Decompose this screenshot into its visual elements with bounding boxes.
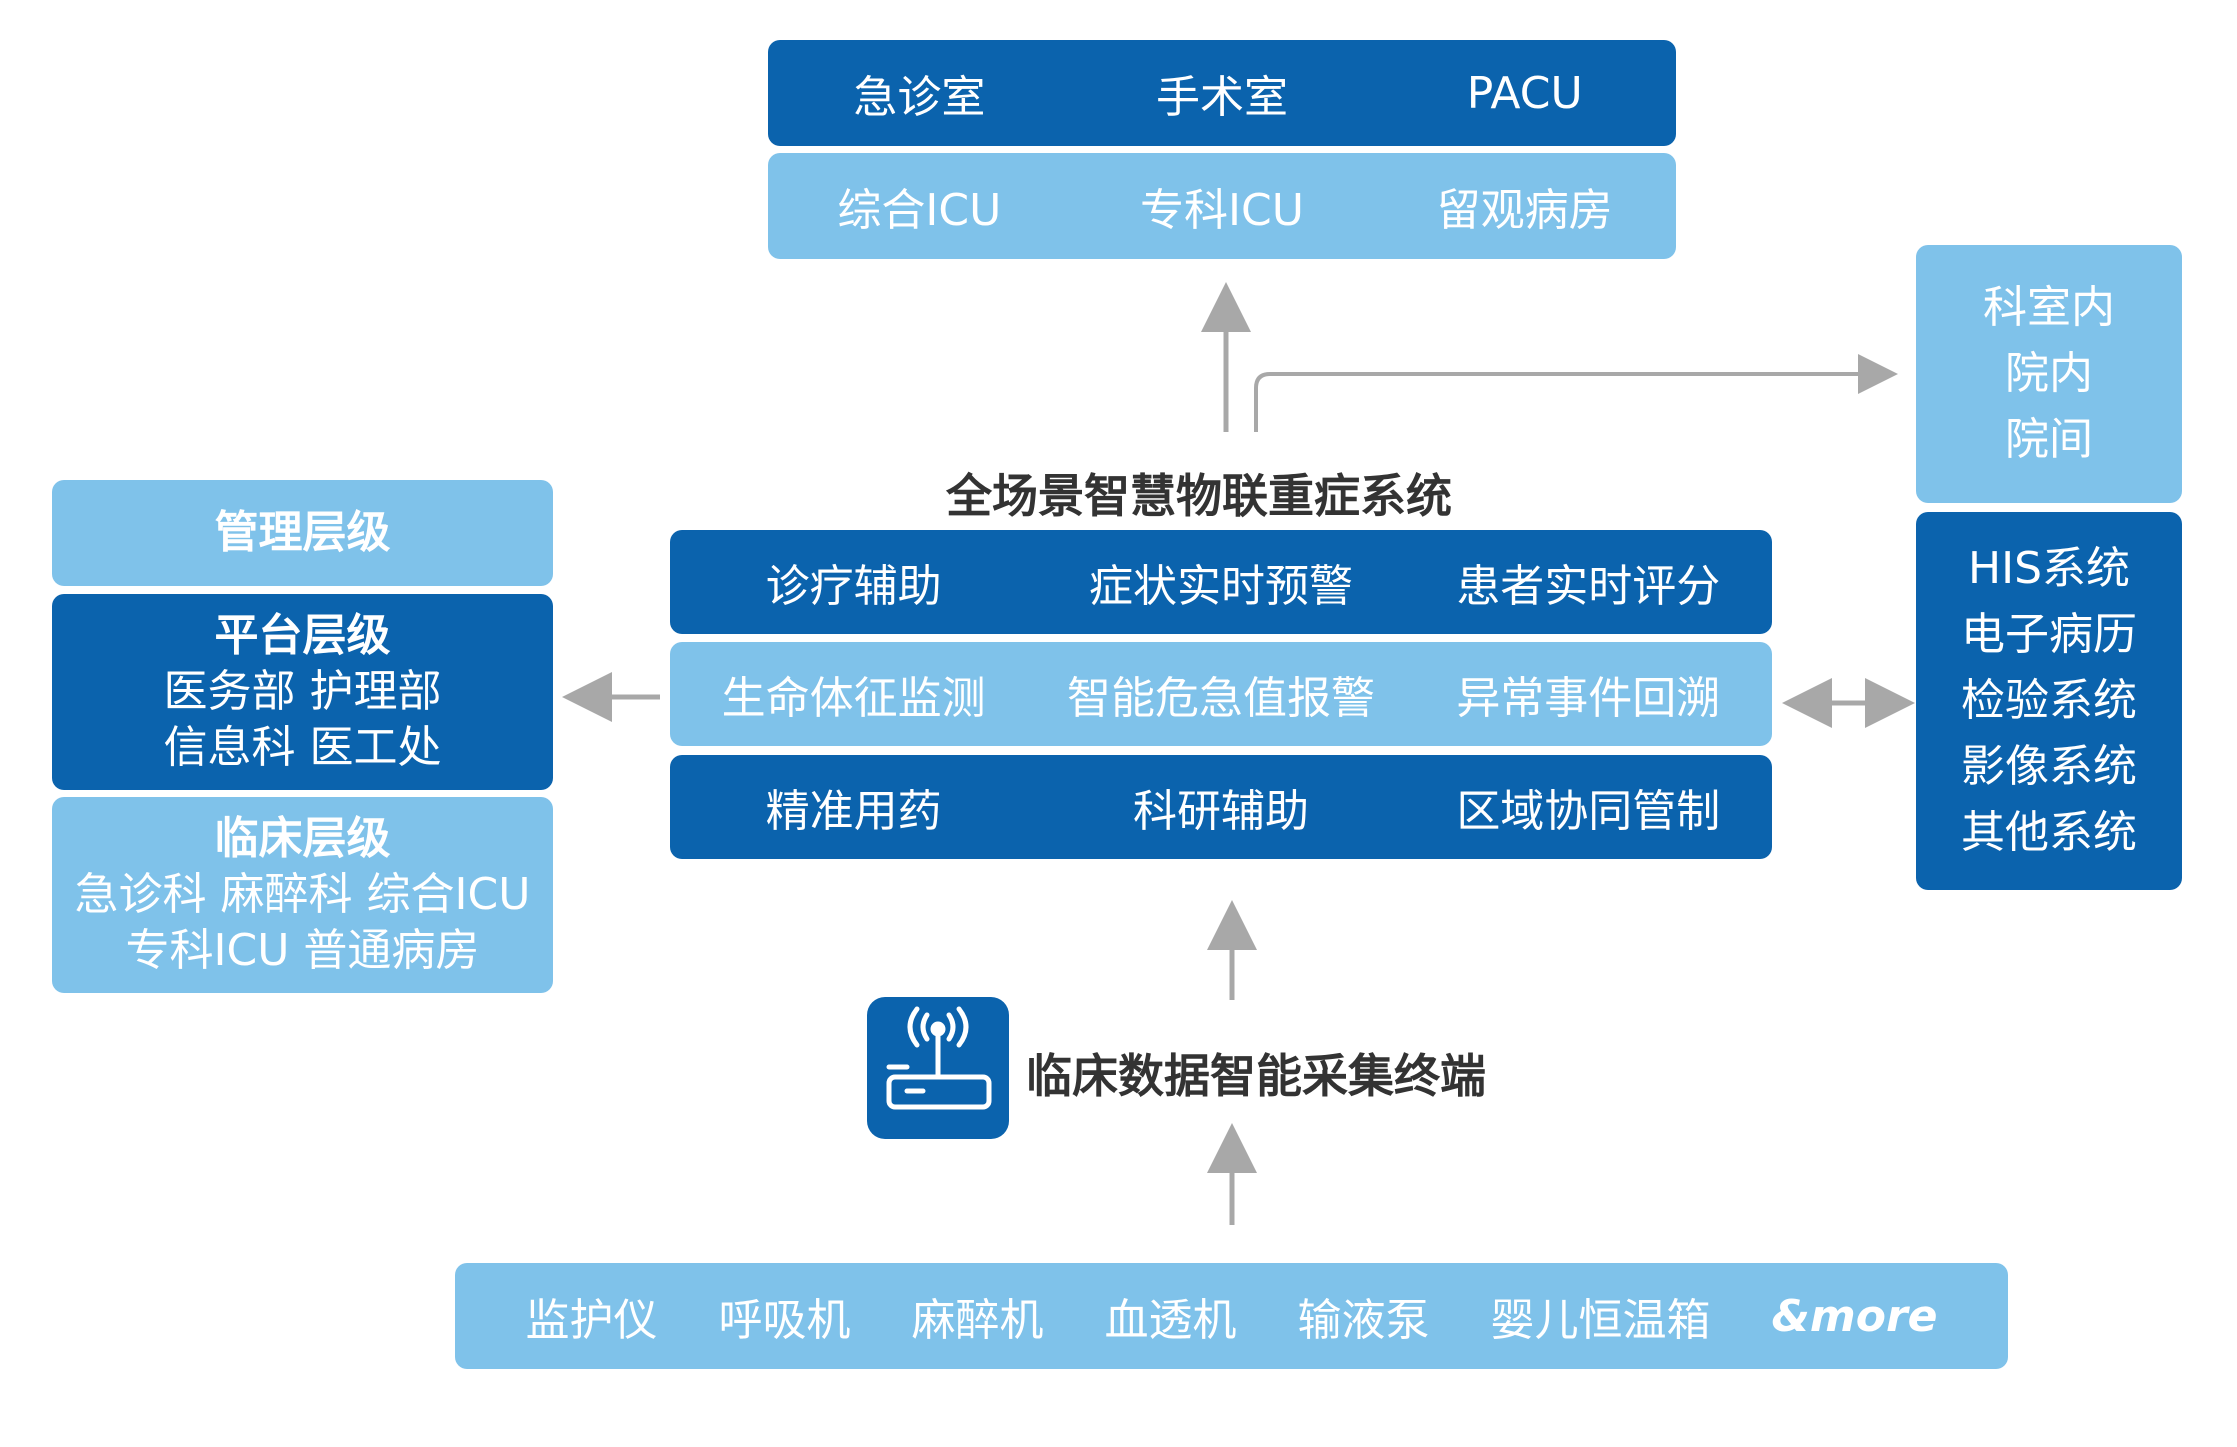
clinical-level-line: 专科ICU 普通病房 [125,925,480,976]
dept-item: 急诊室 [853,72,986,123]
departments-row2: 综合ICU 专科ICU 留观病房 [768,153,1676,259]
scope-box: 科室内 院内 院间 [1916,245,2182,503]
device-item: 呼吸机 [718,1295,851,1346]
center-title: 全场景智慧物联重症系统 [946,469,1452,523]
platform-level-title: 平台层级 [214,610,391,661]
platform-level-line: 信息科 医工处 [163,722,442,773]
clinical-level-line: 急诊科 麻醉科 综合ICU [74,869,531,920]
dept-item: 留观病房 [1436,185,1613,236]
management-level-title: 管理层级 [214,507,391,558]
system-item: 影像系统 [1961,741,2137,792]
devices-bar: 监护仪 呼吸机 麻醉机 血透机 输液泵 婴儿恒温箱 &more [455,1263,2008,1369]
feature-item: 生命体征监测 [721,673,986,724]
systems-box: HIS系统 电子病历 检验系统 影像系统 其他系统 [1916,512,2182,890]
dept-item: PACU [1466,67,1583,119]
dept-item: 综合ICU [837,185,1002,236]
dept-item: 专科ICU [1140,185,1304,236]
device-item: 血透机 [1104,1295,1237,1346]
clinical-level-box: 临床层级 急诊科 麻醉科 综合ICU 专科ICU 普通病房 [52,797,553,993]
center-row1: 诊疗辅助 症状实时预警 患者实时评分 [670,530,1772,634]
feature-item: 症状实时预警 [1088,561,1353,612]
device-item: 监护仪 [525,1295,658,1346]
arrow-to-scope [1254,354,1898,432]
wireless-router-icon [867,997,1009,1139]
device-item: 输液泵 [1297,1295,1430,1346]
system-item: HIS系统 [1968,543,2130,594]
feature-item: 异常事件回溯 [1456,673,1721,724]
feature-item: 科研辅助 [1132,786,1309,837]
system-item: 电子病历 [1961,609,2137,660]
feature-item: 患者实时评分 [1456,561,1721,612]
feature-item: 精准用药 [765,786,942,837]
management-level-box: 管理层级 [52,480,553,586]
platform-level-box: 平台层级 医务部 护理部 信息科 医工处 [52,594,553,790]
feature-item: 智能危急值报警 [1066,673,1375,724]
dept-item: 手术室 [1156,72,1288,123]
feature-item: 诊疗辅助 [765,561,942,612]
terminal-label: 临床数据智能采集终端 [1026,1049,1486,1103]
device-item: 婴儿恒温箱 [1490,1295,1711,1346]
platform-level-line: 医务部 护理部 [163,666,442,717]
scope-item: 科室内 [1983,282,2115,333]
scope-item: 院内 [2005,348,2093,399]
clinical-level-title: 临床层级 [214,813,391,864]
scope-item: 院间 [2005,414,2093,465]
departments-row1: 急诊室 手术室 PACU [768,40,1676,146]
feature-item: 区域协同管制 [1456,786,1721,837]
devices-more: &more [1771,1290,1938,1342]
center-row3: 精准用药 科研辅助 区域协同管制 [670,755,1772,859]
system-item: 检验系统 [1961,675,2137,726]
system-item: 其他系统 [1961,807,2137,858]
device-item: 麻醉机 [911,1295,1044,1346]
center-row2: 生命体征监测 智能危急值报警 异常事件回溯 [670,642,1772,746]
